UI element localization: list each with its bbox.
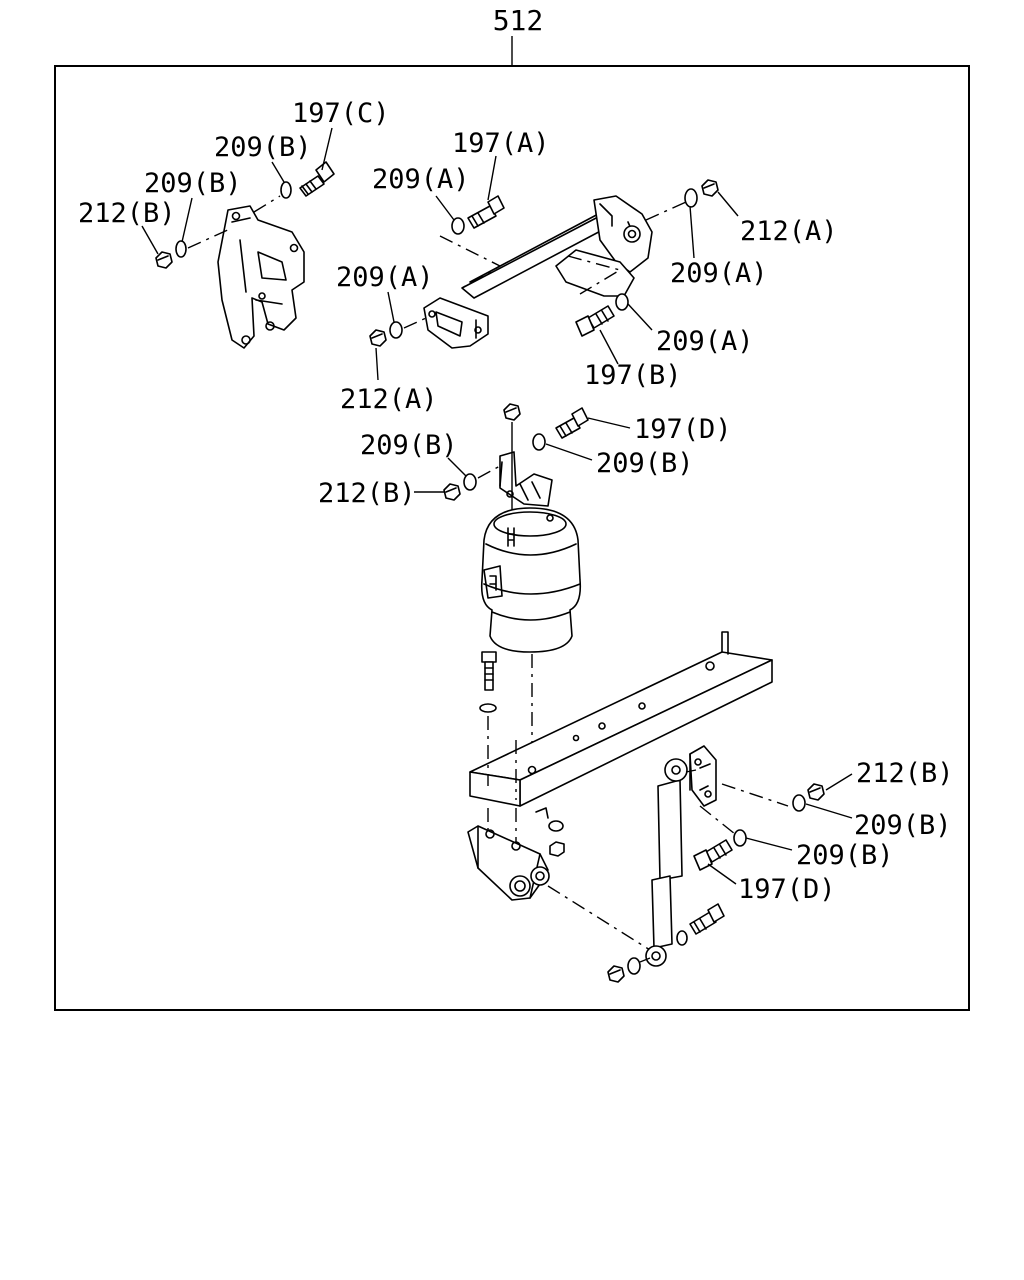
washer-209b[interactable]	[792, 794, 806, 812]
part-label[interactable]: 212(A)	[740, 216, 838, 247]
part-label[interactable]: 209(B)	[596, 448, 694, 479]
part-label[interactable]: 197(C)	[292, 98, 390, 129]
dash-line	[699, 805, 741, 839]
bolt-197a[interactable]	[467, 195, 505, 229]
bolt-197b[interactable]	[575, 305, 615, 337]
washer-209b[interactable]	[733, 829, 747, 847]
end-mount-left[interactable]	[423, 297, 489, 349]
part-label[interactable]: 209(B)	[796, 840, 894, 871]
nut-212a[interactable]	[701, 179, 719, 197]
nut-212b[interactable]	[155, 251, 173, 269]
nut-top[interactable]	[503, 403, 521, 421]
lower-spring-bracket[interactable]	[467, 825, 550, 901]
dash-line	[439, 235, 502, 289]
washer-lower[interactable]	[479, 703, 497, 713]
shock-absorber[interactable]	[645, 758, 688, 967]
dash-line	[187, 227, 233, 249]
dash-line	[721, 783, 789, 807]
part-label[interactable]: 212(B)	[318, 478, 416, 509]
end-mount-right[interactable]	[555, 195, 653, 297]
part-label[interactable]: 212(A)	[340, 384, 438, 415]
washer-209a[interactable]	[389, 321, 403, 339]
bolt-197d-lower[interactable]	[693, 839, 733, 871]
air-spring-upper-bracket[interactable]	[499, 451, 553, 507]
upper-left-bracket[interactable]	[217, 205, 305, 349]
part-label[interactable]: 209(B)	[144, 168, 242, 199]
dash-line	[253, 195, 281, 213]
washer-209b[interactable]	[175, 240, 187, 258]
bolt-197d-upper[interactable]	[555, 407, 589, 439]
part-label[interactable]: 209(A)	[336, 262, 434, 293]
frame-rail[interactable]	[469, 631, 773, 807]
washer-lower[interactable]	[548, 820, 564, 832]
leader-lines	[141, 127, 853, 885]
part-label[interactable]: 197(D)	[738, 874, 836, 905]
bolt-vertical[interactable]	[481, 651, 497, 691]
dash-line	[403, 317, 427, 329]
part-label[interactable]: 209(B)	[360, 430, 458, 461]
washer-209a[interactable]	[615, 293, 629, 311]
dash-line	[477, 465, 501, 479]
bolt-shock-lower[interactable]	[689, 903, 725, 935]
nut-lower[interactable]	[607, 965, 625, 983]
nut-lower[interactable]	[549, 841, 565, 857]
dash-line	[645, 201, 687, 221]
washer-lower[interactable]	[676, 930, 688, 946]
dash-line	[547, 885, 651, 951]
part-label[interactable]: 197(A)	[452, 128, 550, 159]
bolt-197c[interactable]	[299, 161, 335, 197]
part-label[interactable]: 212(B)	[78, 198, 176, 229]
washer-209a[interactable]	[684, 188, 698, 208]
washer-209a[interactable]	[451, 217, 465, 235]
part-label[interactable]: 212(B)	[856, 758, 954, 789]
washer-lower[interactable]	[627, 957, 641, 975]
nut-212a[interactable]	[369, 329, 387, 347]
washer-209b[interactable]	[280, 181, 292, 199]
dash-line	[685, 769, 697, 773]
nut-212b[interactable]	[443, 483, 461, 501]
nut-212b[interactable]	[807, 783, 825, 801]
assembly-number[interactable]: 512	[493, 4, 544, 37]
part-label[interactable]: 209(A)	[656, 326, 754, 357]
dash-line	[639, 957, 651, 963]
part-label[interactable]: 197(D)	[634, 414, 732, 445]
spacer[interactable]	[535, 807, 549, 819]
part-label[interactable]: 209(B)	[854, 810, 952, 841]
part-label[interactable]: 209(A)	[372, 164, 470, 195]
air-spring-bellows[interactable]	[480, 507, 582, 653]
part-label[interactable]: 209(B)	[214, 132, 312, 163]
part-label[interactable]: 209(A)	[670, 258, 768, 289]
part-label[interactable]: 197(B)	[584, 360, 682, 391]
shock-upper-bracket[interactable]	[689, 745, 717, 807]
washer-209b[interactable]	[532, 433, 546, 451]
washer-209b[interactable]	[463, 473, 477, 491]
